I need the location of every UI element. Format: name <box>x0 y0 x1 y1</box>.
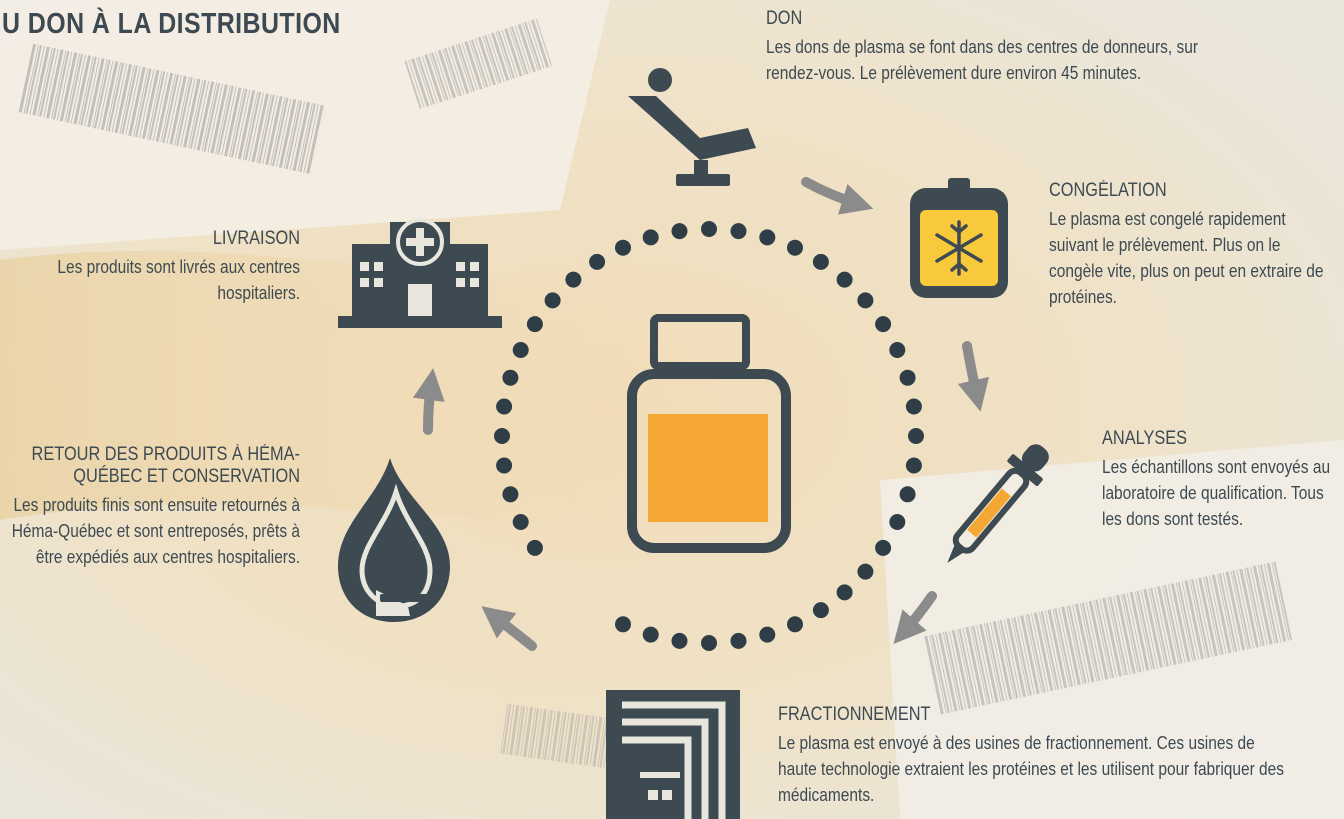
ring-dot <box>701 221 717 237</box>
dotted-ring <box>494 221 924 651</box>
page-title: U DON À LA DISTRIBUTION <box>2 8 341 40</box>
ring-dot <box>857 563 874 580</box>
ring-dot <box>875 539 892 556</box>
ring-dot <box>642 626 659 643</box>
medication-jar-icon <box>627 314 791 553</box>
ring-dot <box>526 316 543 333</box>
hospital-icon <box>338 218 502 328</box>
stage-congelation-body: Le plasma est congelé rapidement suivant… <box>1049 209 1324 307</box>
factory-building-icon <box>606 690 740 819</box>
arrow-congelation-to-analyses <box>957 341 990 412</box>
stage-don-body: Les dons de plasma se font dans des cent… <box>766 37 1198 83</box>
arrow-don-to-congelation <box>801 177 874 215</box>
ring-dot <box>642 229 659 246</box>
stage-retour: RETOUR DES PRODUITS À HÉMA-QUÉBEC ET CON… <box>0 444 300 570</box>
ring-dot <box>730 223 747 240</box>
ring-dot <box>496 457 513 474</box>
ring-dot <box>502 369 519 386</box>
stage-analyses-title: ANALYSES <box>1102 428 1188 449</box>
stage-don-title: DON <box>766 8 803 29</box>
stage-livraison-title: LIVRAISON <box>212 228 300 249</box>
ring-dot <box>759 229 776 246</box>
ring-dot <box>512 514 529 530</box>
ring-dot <box>905 398 922 415</box>
ring-dot <box>615 616 631 633</box>
stage-livraison: LIVRAISON Les produits sont livrés aux c… <box>42 228 300 306</box>
stage-analyses-body: Les échantillons sont envoyés au laborat… <box>1102 457 1331 529</box>
ring-dot <box>857 292 874 309</box>
ring-dot <box>787 616 803 633</box>
stage-retour-body: Les produits finis sont ensuite retourné… <box>11 495 301 567</box>
ring-dot <box>671 632 688 649</box>
ring-dot <box>787 239 803 256</box>
stage-don: DON Les dons de plasma se font dans des … <box>766 8 1248 86</box>
ring-dot <box>502 486 519 503</box>
stage-retour-title: RETOUR DES PRODUITS À HÉMA-QUÉBEC ET CON… <box>31 444 301 487</box>
ring-dot <box>908 428 924 444</box>
ring-dot <box>730 632 747 649</box>
ring-dot <box>494 428 510 444</box>
stage-analyses: ANALYSES Les échantillons sont envoyés a… <box>1102 428 1334 532</box>
ring-dot <box>759 626 776 643</box>
stage-livraison-body: Les produits sont livrés aux centres hos… <box>57 257 300 303</box>
ring-dot <box>812 602 829 619</box>
ring-dot <box>544 292 561 309</box>
stage-fractionnement-body: Le plasma est envoyé à des usines de fra… <box>778 733 1285 805</box>
ring-dot <box>526 539 543 556</box>
arrow-retour-to-livraison <box>412 368 445 435</box>
ring-dot <box>701 635 717 651</box>
ring-dot <box>889 514 906 530</box>
ring-dot <box>812 253 829 270</box>
ring-dot <box>905 457 922 474</box>
stage-congelation: CONGÉLATION Le plasma est congelé rapide… <box>1049 180 1333 310</box>
stage-fractionnement-title: FRACTIONNEMENT <box>778 704 931 725</box>
ring-dot <box>615 239 631 256</box>
ring-dot <box>875 316 892 333</box>
ring-dot <box>899 486 916 503</box>
frozen-plasma-bag-icon <box>910 178 1008 298</box>
stage-congelation-title: CONGÉLATION <box>1049 180 1167 201</box>
ring-dot <box>589 253 606 270</box>
arrow-analyses-to-fractionnement <box>893 591 937 645</box>
ring-dot <box>671 223 688 240</box>
ring-dot <box>565 271 582 288</box>
drop-icon <box>338 458 450 622</box>
stage-fractionnement: FRACTIONNEMENT Le plasma est envoyé à de… <box>778 704 1294 808</box>
ring-dot <box>512 342 529 358</box>
ring-dot <box>836 271 853 288</box>
ring-dot <box>836 584 853 601</box>
dental-chair-icon <box>628 68 756 186</box>
pipette-icon <box>947 444 1049 563</box>
ring-dot <box>899 369 916 386</box>
ring-dot <box>889 342 906 358</box>
arrow-fractionnement-to-retour <box>481 606 537 651</box>
ring-dot <box>496 398 513 415</box>
